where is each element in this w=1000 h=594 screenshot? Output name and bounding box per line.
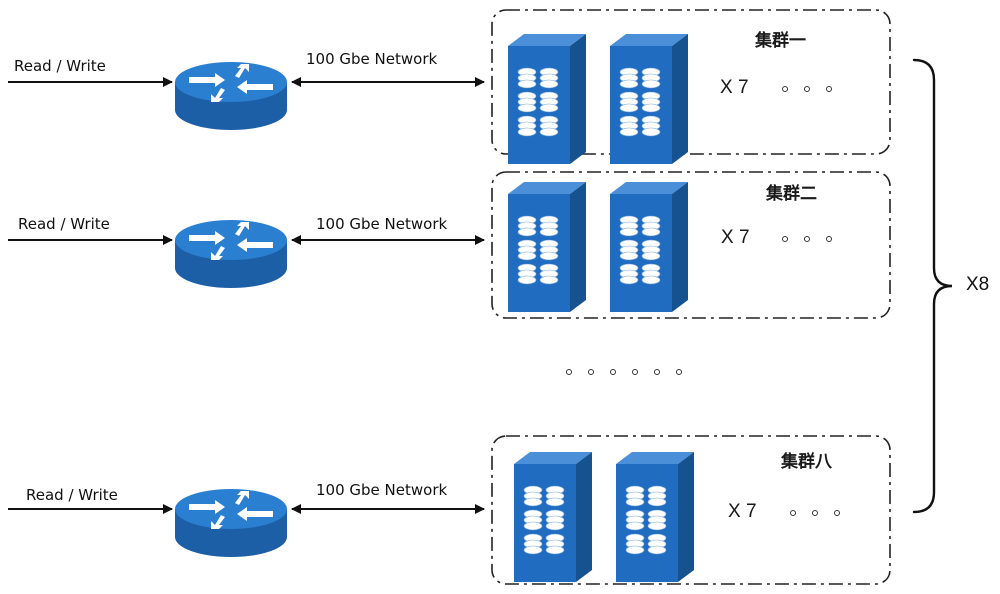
ellipsis-dots (782, 236, 848, 242)
read-write-label: Read / Write (14, 57, 106, 75)
router-icon (175, 220, 287, 288)
cluster-name: 集群二 (766, 184, 817, 204)
total-cluster-multiplier: X8 (966, 274, 990, 295)
cluster-name: 集群八 (781, 452, 832, 472)
storage-server-icon (507, 33, 587, 165)
storage-server-icon (615, 451, 695, 583)
cluster-box (491, 171, 891, 319)
node-multiplier: X 7 (728, 501, 757, 522)
storage-server-icon (609, 33, 689, 165)
row-1 (8, 9, 891, 165)
cluster-box (491, 9, 891, 155)
network-label: 100 Gbe Network (316, 481, 448, 499)
node-multiplier: X 7 (721, 227, 750, 248)
cluster-name: 集群一 (755, 31, 806, 51)
storage-server-icon (609, 181, 689, 313)
ellipsis-dots (782, 86, 848, 92)
storage-server-icon (507, 181, 587, 313)
cluster-box (491, 435, 891, 585)
read-write-label: Read / Write (26, 486, 118, 504)
right-brace-icon (912, 58, 953, 514)
network-label: 100 Gbe Network (306, 50, 438, 68)
more-clusters-ellipsis (566, 369, 698, 375)
storage-server-icon (513, 451, 593, 583)
read-write-label: Read / Write (18, 215, 110, 233)
row-3 (8, 435, 891, 585)
ellipsis-dots (790, 510, 856, 516)
router-icon (175, 62, 287, 130)
network-label: 100 Gbe Network (316, 215, 448, 233)
node-multiplier: X 7 (720, 77, 749, 98)
row-2 (8, 171, 891, 319)
router-icon (175, 489, 287, 557)
